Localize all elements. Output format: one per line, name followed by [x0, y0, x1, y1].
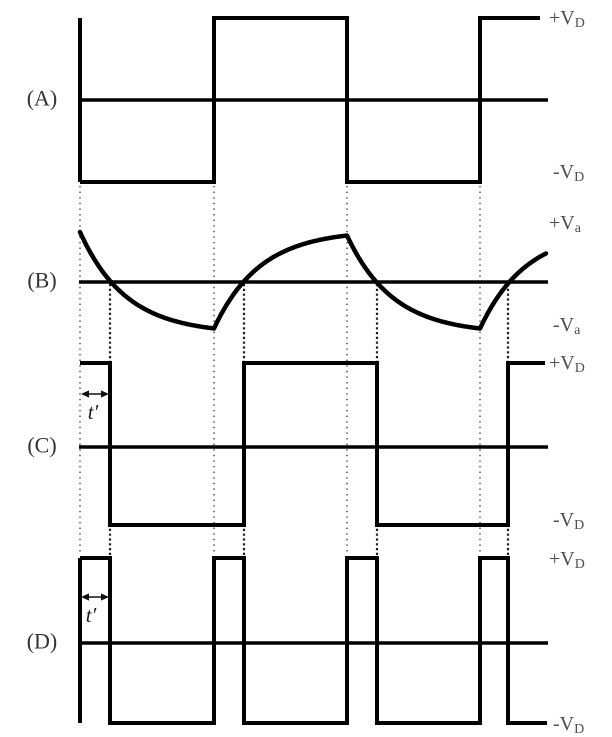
voltage-label-subscript: D	[575, 361, 585, 376]
panel-B-pos-voltage-label: +Va	[549, 212, 582, 236]
panel-B-neg-voltage-label: -Va	[553, 314, 581, 338]
voltage-label-subscript: D	[575, 557, 585, 572]
panel-C: (C)+VD-VDt′	[27, 352, 585, 533]
panel-C-t-prime-label: t′	[88, 400, 99, 424]
panel-D-letter-label: (D)	[27, 629, 58, 654]
voltage-label-subscript: a	[575, 221, 582, 236]
voltage-label-main: -V	[553, 161, 575, 183]
voltage-label-subscript: D	[574, 722, 584, 737]
panel-A-neg-voltage-label: -VD	[553, 161, 584, 185]
voltage-label-subscript: D	[574, 518, 584, 533]
panel-B-exponential-wave	[77, 229, 549, 331]
panel-B: (B)+Va-Va	[27, 212, 581, 338]
voltage-label-main: -V	[553, 314, 575, 336]
panel-D-t-prime-label: t′	[86, 603, 97, 627]
panel-C-t-prime-arrowhead-right	[101, 390, 109, 398]
panel-A-square-wave	[80, 16, 540, 184]
panel-D-square-wave	[80, 556, 547, 725]
voltage-label-subscript: D	[574, 170, 584, 185]
panel-A-letter-label: (A)	[27, 86, 58, 111]
panel-D-pos-voltage-label: +VD	[549, 548, 585, 572]
panel-D-neg-voltage-label: -VD	[553, 713, 584, 737]
panel-C-pos-voltage-label: +VD	[549, 352, 585, 376]
voltage-label-subscript: a	[574, 323, 581, 338]
panel-C-letter-label: (C)	[27, 433, 56, 458]
voltage-label-main: +V	[549, 212, 575, 234]
panel-B-letter-label: (B)	[27, 268, 56, 293]
voltage-label-main: -V	[553, 509, 575, 531]
voltage-label-main: -V	[553, 713, 575, 735]
panel-C-t-prime-arrowhead-left	[81, 390, 89, 398]
panel-A: (A)+VD-VD	[27, 7, 585, 185]
panel-C-neg-voltage-label: -VD	[553, 509, 584, 533]
panel-A-pos-voltage-label: +VD	[549, 7, 585, 31]
voltage-label-subscript: D	[575, 16, 585, 31]
panel-D: (D)+VD-VDt′	[27, 548, 585, 737]
panel-D-t-prime-arrowhead-right	[101, 593, 109, 601]
panel-D-t-prime-arrowhead-left	[81, 593, 89, 601]
panel-C-square-wave	[80, 361, 545, 527]
voltage-label-main: +V	[549, 352, 575, 374]
voltage-label-main: +V	[549, 7, 575, 29]
voltage-label-main: +V	[549, 548, 575, 570]
